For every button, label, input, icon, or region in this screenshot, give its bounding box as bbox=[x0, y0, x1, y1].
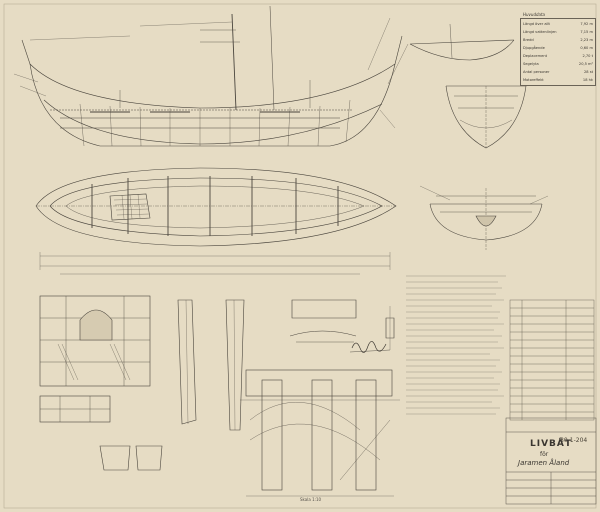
side-elevation-drawing bbox=[13, 5, 409, 147]
particular-value: 18 hk bbox=[582, 78, 593, 82]
particular-label: Djupgående bbox=[523, 46, 545, 50]
drawing-title: LIVBÅT bbox=[530, 439, 573, 449]
scale-note: Skala 1:10 bbox=[300, 497, 322, 502]
particular-label: Motoreffekt bbox=[523, 78, 544, 82]
vessel-name: Jaramen Åland bbox=[518, 459, 570, 467]
plan-view-drawing bbox=[35, 167, 397, 275]
particular-label: Deplacement bbox=[523, 54, 548, 58]
drawing-number: 80-1-204 bbox=[560, 437, 588, 444]
specification-notes-block bbox=[406, 275, 506, 415]
signature-stamp-icon bbox=[349, 341, 391, 353]
particular-value: 2,23 m bbox=[580, 38, 593, 42]
main-particulars-heading: Huvuddata bbox=[523, 12, 545, 17]
main-particulars-table: Huvuddata Längd över allt 7,92 m Längd v… bbox=[520, 13, 596, 86]
particular-value: 7,92 m bbox=[580, 22, 593, 26]
construction-details-drawing bbox=[39, 295, 400, 497]
particular-value: 2,70 t bbox=[582, 54, 593, 58]
particular-label: Längd vattenlinjen bbox=[523, 30, 557, 34]
particular-label: Längd över allt bbox=[523, 22, 550, 26]
title-block-frame bbox=[505, 417, 597, 505]
particular-value: 0,60 m bbox=[580, 46, 593, 50]
parts-list-table bbox=[509, 299, 595, 421]
body-plan-drawing bbox=[409, 23, 549, 250]
drawing-subtitle: för bbox=[540, 451, 549, 458]
particular-value: 20,5 m² bbox=[578, 62, 593, 66]
particular-label: Bredd bbox=[523, 38, 534, 42]
particular-label: Antal personer bbox=[523, 70, 550, 74]
particular-value: 28 st bbox=[584, 70, 593, 74]
particular-value: 7,15 m bbox=[580, 30, 593, 34]
particular-label: Segelyta bbox=[523, 62, 539, 66]
